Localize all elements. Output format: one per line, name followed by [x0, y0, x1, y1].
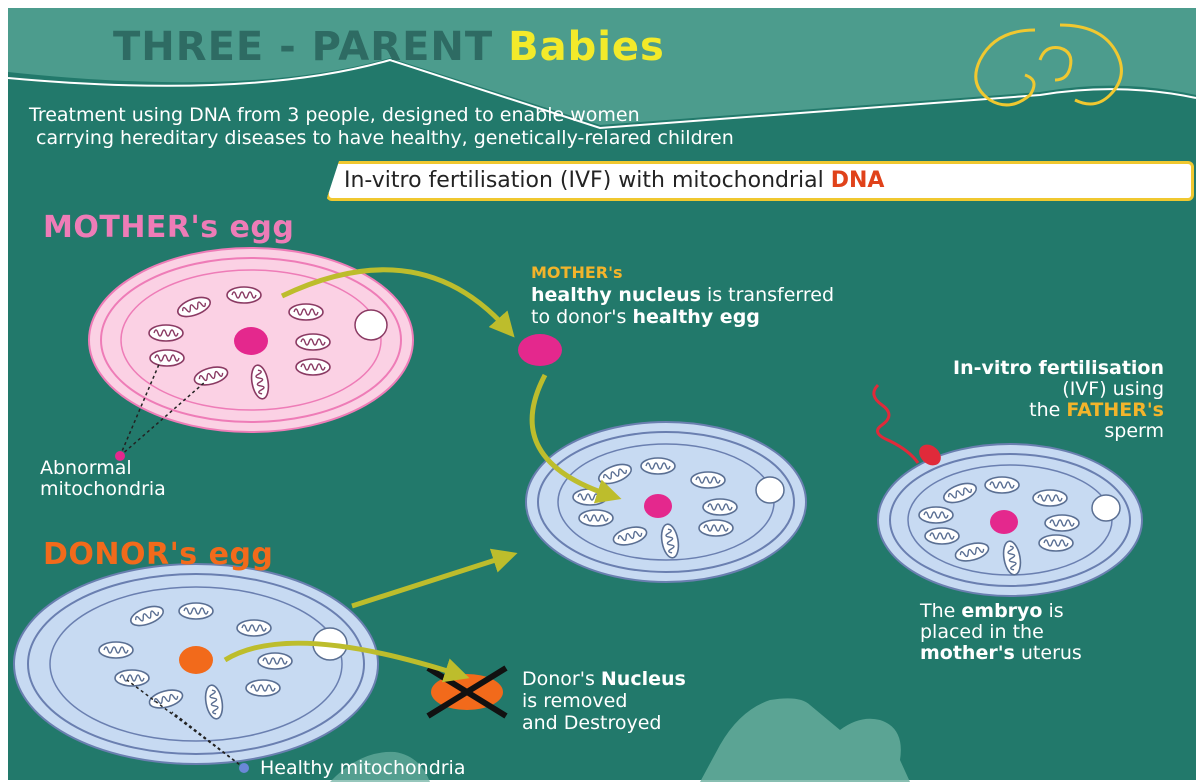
- nucleus-line-1: Donor's Nucleus: [522, 668, 686, 690]
- ivf-step-text: In-vitro fertilisation (IVF) using the F…: [876, 358, 1164, 442]
- subtitle-line-1: Treatment using DNA from 3 people, desig…: [29, 104, 640, 126]
- abnormal-label-line-2: mitochondria: [40, 479, 166, 500]
- transfer-heading: MOTHER's: [531, 262, 834, 284]
- donor-egg: [14, 564, 378, 764]
- banner-text: In-vitro fertilisation (IVF) with mitoch…: [344, 168, 884, 193]
- embryo-step-text: The embryo is placed in the mother's ute…: [920, 601, 1082, 664]
- nucleus-line-2: is removed: [522, 690, 686, 712]
- mother-egg: [89, 248, 413, 432]
- nucleus-removed-text: Donor's Nucleus is removed and Destroyed: [522, 668, 686, 734]
- destroyed-nucleus-icon: [428, 668, 506, 716]
- nucleus-line-3: and Destroyed: [522, 712, 686, 734]
- ivf-line-2: (IVF) using: [876, 379, 1164, 400]
- donor-egg-title: DONOR's egg: [43, 537, 273, 572]
- abnormal-mitochondria-label: Abnormal mitochondria: [40, 458, 166, 500]
- ivf-line-3: the FATHER's: [876, 400, 1164, 421]
- abnormal-label-line-1: Abnormal: [40, 458, 166, 479]
- embryo-egg: [878, 444, 1142, 596]
- banner-label: In-vitro fertilisation (IVF) with mitoch…: [344, 168, 824, 193]
- donor-nucleus: [179, 646, 213, 674]
- mother-nucleus: [234, 327, 268, 355]
- healthy-mitochondria-label: Healthy mitochondria: [260, 758, 465, 779]
- page-title: THREE - PARENT Babies: [113, 24, 665, 70]
- transfer-line-1: healthy nucleus is transferred: [531, 284, 834, 306]
- reconstructed-egg: [526, 422, 806, 582]
- embryo-line-3: mother's uterus: [920, 643, 1082, 664]
- transfer-line-2: to donor's healthy egg: [531, 306, 834, 328]
- title-main: THREE - PARENT: [113, 24, 493, 70]
- banner-highlight: DNA: [831, 168, 885, 193]
- transfer-step-text: MOTHER's healthy nucleus is transferred …: [531, 262, 834, 328]
- embryo-line-2: placed in the: [920, 622, 1082, 643]
- ivf-line-4: sperm: [876, 421, 1164, 442]
- nucleus-in-transit: [518, 334, 562, 366]
- title-highlight: Babies: [508, 24, 665, 70]
- subtitle-line-2: carrying hereditary diseases to have hea…: [36, 127, 734, 149]
- mother-egg-title: MOTHER's egg: [43, 210, 294, 245]
- healthy-dot: [239, 763, 249, 773]
- ivf-line-1: In-vitro fertilisation: [876, 358, 1164, 379]
- transferred-nucleus: [644, 494, 672, 518]
- embryo-line-1: The embryo is: [920, 601, 1082, 622]
- embryo-nucleus: [990, 510, 1018, 534]
